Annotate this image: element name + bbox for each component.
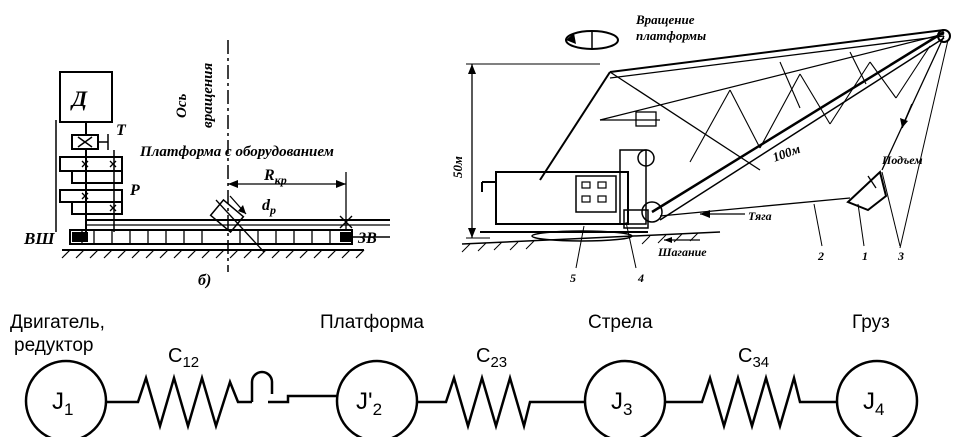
axis-label-1: Ось (174, 94, 190, 118)
boom-length-label: 100м (770, 141, 802, 165)
mass-j1 (24, 359, 108, 437)
mass-label-j4: J4 (863, 388, 884, 419)
lift-label: Подъем (881, 153, 923, 167)
part-number-5: 5 (570, 271, 576, 285)
platform-label: Платформа с оборудованием (139, 144, 334, 160)
brake-label: T (116, 122, 127, 139)
label-load: Груз (852, 312, 890, 333)
label-boom: Стрела (588, 312, 653, 333)
spring-label-c12: C12 (168, 345, 199, 371)
gear-stage-4 (71, 201, 123, 215)
mass-j4 (835, 359, 919, 437)
dragline-drawing: Вращение платформы 50м 100м (450, 12, 951, 285)
motor-label: Д (70, 86, 88, 111)
machine-house (495, 171, 629, 225)
mass-label-j1: J1 (52, 388, 73, 419)
axis-label-2: вращения (200, 62, 216, 128)
diameter-label: dр (262, 197, 276, 217)
drag-label: Тяга (748, 209, 772, 223)
platform-drive-schematic: Д T Р Ось вращения Платформа с оборудова (23, 40, 390, 289)
bucket (846, 170, 888, 212)
mass-j3 (583, 359, 667, 437)
gear-stage-3 (59, 189, 123, 203)
mass-label-j2: J'2 (356, 388, 382, 419)
gear-label: Р (129, 182, 140, 199)
ring-label: ВШ (23, 229, 55, 248)
label-motor: Двигатель, (10, 312, 105, 333)
walk-label: Шагание (657, 245, 707, 259)
spring-c12 (106, 373, 252, 431)
part-number-3: 3 (897, 249, 904, 263)
spring-label-c34: C34 (738, 345, 769, 371)
part-number-4: 4 (637, 271, 644, 285)
spring-c34 (664, 373, 838, 431)
mass-label-j3: J3 (611, 388, 632, 419)
spring-c23 (416, 373, 586, 431)
dynamic-model: Двигатель, редуктор Платформа Стрела Гру… (10, 312, 919, 437)
part-number-2: 2 (817, 249, 824, 263)
spring-label-c23: C23 (476, 345, 507, 371)
mass-j2 (335, 359, 419, 437)
label-reducer: редуктор (14, 335, 93, 356)
figure-label: б) (198, 272, 211, 289)
gear-stage-2 (71, 170, 123, 184)
part-number-1: 1 (862, 249, 868, 263)
rotation-label-1: Вращение (635, 12, 695, 27)
gear-ring-label: ЗВ (357, 230, 377, 247)
height-label: 50м (450, 156, 465, 178)
rotation-label-2: платформы (636, 28, 706, 43)
label-platform: Платформа (320, 312, 424, 333)
backlash-hook (250, 370, 340, 404)
